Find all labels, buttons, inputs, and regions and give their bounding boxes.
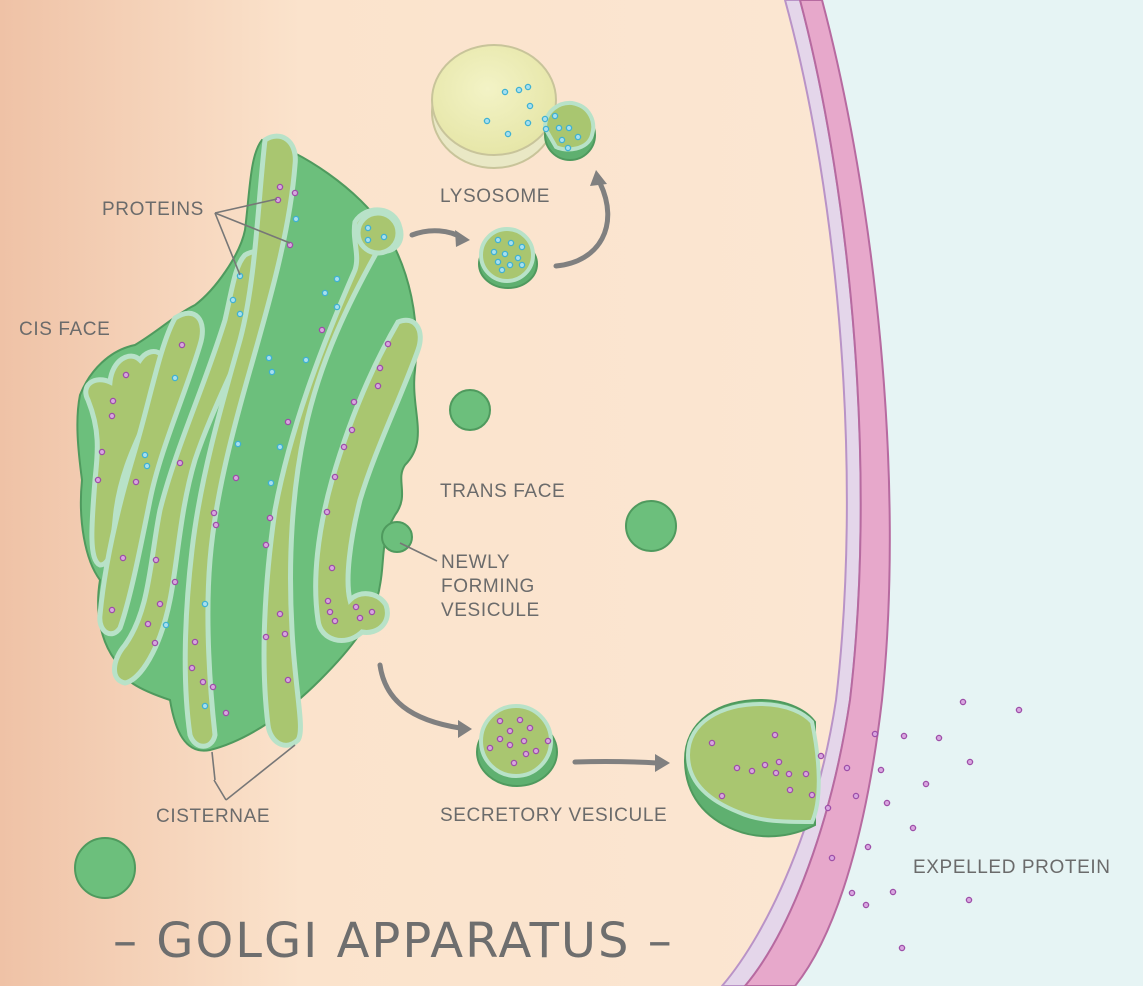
arrow-to-secretory-vesicle xyxy=(377,662,463,731)
arrow-to-membrane xyxy=(572,759,660,766)
transport-vesicle xyxy=(478,227,538,289)
label-secretory-vesicule: SECRETORY VESICULE xyxy=(440,805,667,826)
label-cis-face: CIS FACE xyxy=(19,319,110,340)
fusing-vesicle xyxy=(683,698,821,838)
purple-proteins xyxy=(94,183,392,717)
label-proteins: PROTEINS xyxy=(102,199,204,220)
diagram-title: – GOLGI APPARATUS – xyxy=(113,913,674,969)
label-newly-forming-vesicule-line2: FORMING xyxy=(441,576,535,597)
cisterna-6 xyxy=(313,317,423,643)
lysosome xyxy=(431,44,596,169)
arrow-to-lysosome xyxy=(553,180,611,269)
cell-membrane-outer xyxy=(743,0,891,986)
label-lysosome: LYSOSOME xyxy=(440,186,550,207)
arrowhead xyxy=(590,170,607,186)
cisterna-2 xyxy=(97,310,205,637)
flow-arrows xyxy=(377,170,670,772)
blue-proteins xyxy=(141,215,388,710)
label-trans-face: TRANS FACE xyxy=(440,481,565,502)
cytoplasmic-vesicle xyxy=(74,837,136,899)
expelled-proteins xyxy=(817,698,1023,952)
label-newly-forming-vesicule-line1: NEWLY xyxy=(441,552,510,573)
arrowhead xyxy=(455,230,470,247)
secretory-vesicle xyxy=(476,704,558,787)
arrowhead xyxy=(458,720,472,738)
golgi-proteins xyxy=(94,183,392,717)
cisterna-4 xyxy=(182,133,298,749)
arrowhead xyxy=(655,754,670,772)
leader-lines xyxy=(211,198,438,801)
labels: PROTEINS CIS FACE LYSOSOME TRANS FACE NE… xyxy=(19,186,1111,969)
label-newly-forming-vesicule-line3: VESICULE xyxy=(441,600,540,621)
cytoplasmic-vesicle xyxy=(625,500,677,552)
cytoplasmic-vesicle xyxy=(449,389,491,431)
label-cisternae: CISTERNAE xyxy=(156,806,270,827)
budding-vesicle-top xyxy=(355,210,401,256)
label-expelled-protein: EXPELLED PROTEIN xyxy=(913,857,1111,878)
